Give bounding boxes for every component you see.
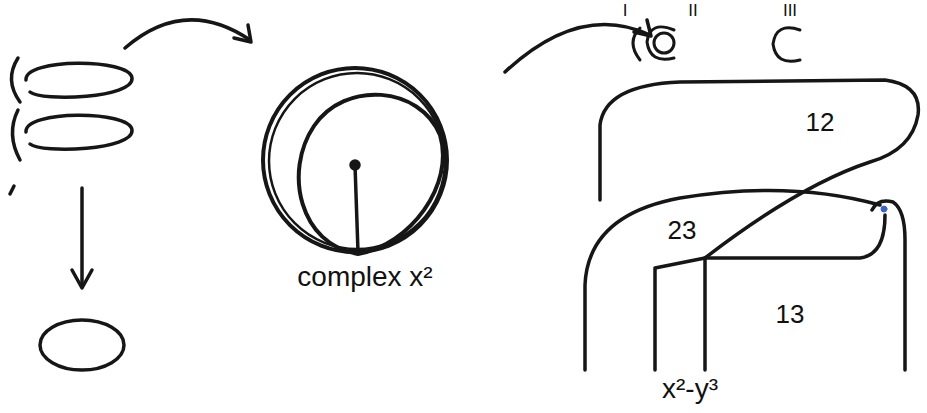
- down-arrow: [72, 188, 92, 288]
- surface-sketch: [585, 80, 918, 370]
- curved-arrow: [505, 20, 651, 72]
- region-number: 23: [666, 216, 699, 245]
- region-number: 13: [774, 300, 807, 329]
- loop-symbols: [633, 27, 800, 61]
- double-cover-sketch: [263, 68, 447, 254]
- caption-text: x²-y³: [660, 374, 720, 405]
- helix-sketch: [10, 58, 132, 194]
- region-number: 12: [804, 108, 837, 137]
- blue-mark: [881, 206, 887, 212]
- loop-number: III: [781, 2, 799, 21]
- base-circle: [40, 320, 124, 370]
- curved-arrow: [125, 20, 251, 48]
- loop-number: I: [621, 2, 630, 21]
- loop-number: II: [686, 2, 699, 21]
- caption-text: complex x²: [295, 262, 434, 293]
